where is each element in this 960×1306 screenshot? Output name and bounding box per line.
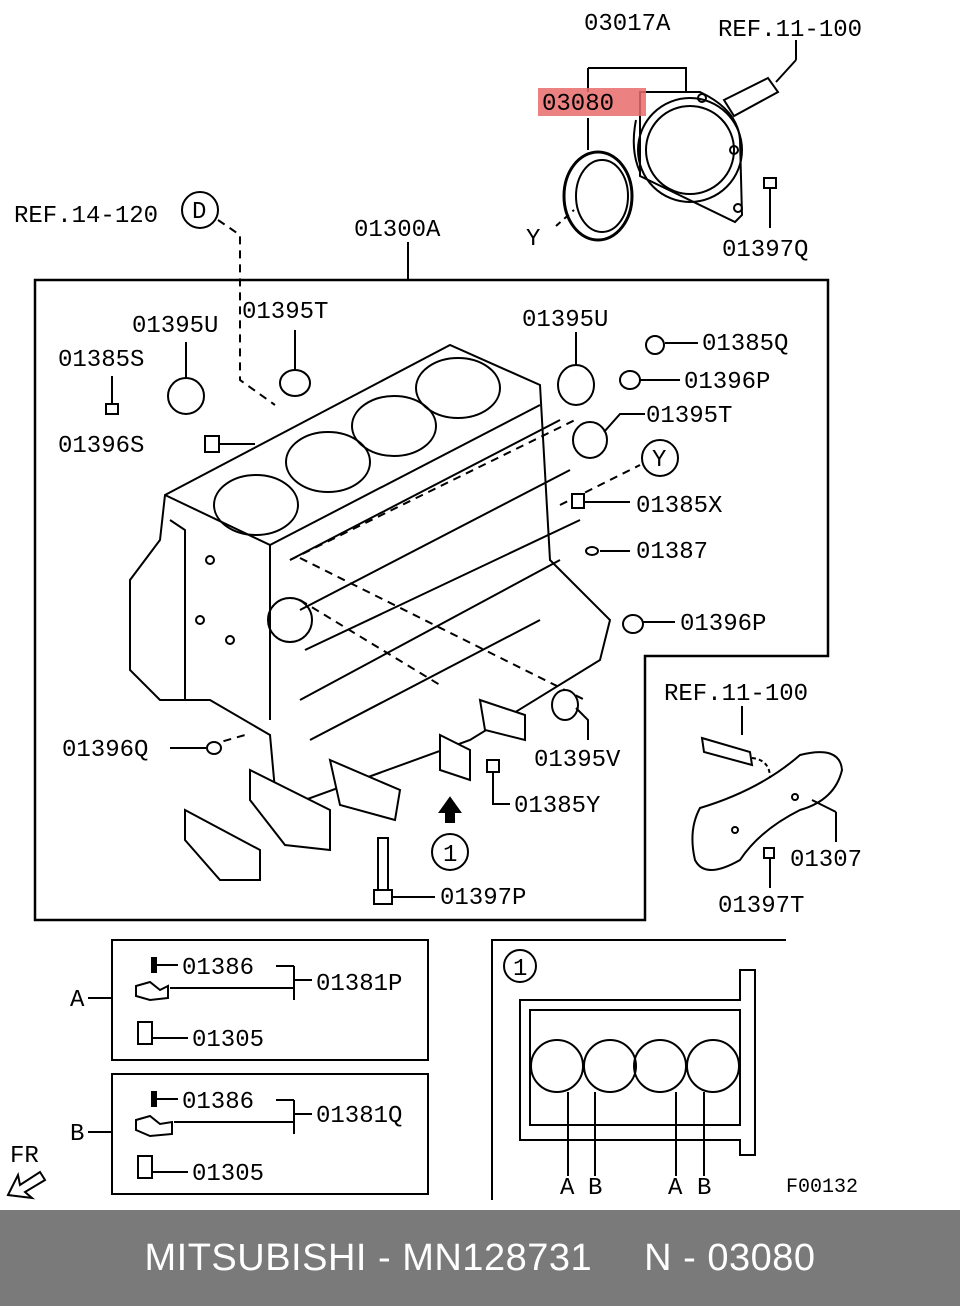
rear-oil-seal-case <box>587 67 744 224</box>
plug-01396S <box>204 435 255 453</box>
footer-part-number: MITSUBISHI - MN128731 <box>144 1236 593 1279</box>
inset-bottom-view <box>491 939 786 1200</box>
label-01385Y: 01385Y <box>514 793 600 820</box>
detail-A-01305: 01305 <box>192 1027 264 1054</box>
bolt-01397P <box>373 837 435 905</box>
detail-B-01386: 01386 <box>182 1089 254 1116</box>
callout-Y-top: Y <box>526 226 540 253</box>
label-03080: 03080 <box>542 91 614 118</box>
cylinder-block <box>129 343 612 802</box>
plug-01395T-right <box>572 413 645 459</box>
plug-01385X <box>571 493 630 509</box>
label-01397T: 01397T <box>718 893 804 920</box>
label-01385S: 01385S <box>58 347 144 374</box>
label-ref-11-100-right: REF.11-100 <box>664 681 808 708</box>
inset-letter-A2: A <box>668 1175 683 1202</box>
callout-Y-mid-lead <box>641 439 679 477</box>
pin-01387 <box>585 546 630 556</box>
front-arrow-icon <box>6 1170 47 1200</box>
figure-code: F00132 <box>786 1176 858 1199</box>
label-01395U-left: 01395U <box>132 313 218 340</box>
footer-reference: N - 03080 <box>644 1236 816 1279</box>
direction-label: FR <box>10 1143 39 1170</box>
rear-plate-01307 <box>691 751 844 871</box>
label-01307: 01307 <box>790 847 862 874</box>
detail-A-01381P: 01381P <box>316 971 402 998</box>
bolt-01397Q <box>763 177 777 228</box>
parts-diagram: 03017A REF.11-100 03080 REF.14-120 D Y 0… <box>6 11 862 1202</box>
plug-01385Y <box>486 759 510 805</box>
sealant-tube-right <box>700 706 771 779</box>
label-01395V: 01395V <box>534 747 621 774</box>
sealant-tube-top <box>722 40 797 118</box>
bolt-01397T <box>763 847 775 888</box>
footer-bar: MITSUBISHI - MN128731 N - 03080 <box>0 1210 960 1306</box>
highlight-03080 <box>538 88 646 116</box>
label-01387: 01387 <box>636 539 708 566</box>
label-01396P-top: 01396P <box>684 369 770 396</box>
bearing-caps <box>184 698 526 881</box>
label-01395U-right: 01395U <box>522 307 608 334</box>
detail-B-01305: 01305 <box>192 1161 264 1188</box>
detail-box-A <box>88 939 429 1061</box>
plug-01395U-left <box>167 342 205 415</box>
label-01385X: 01385X <box>636 493 722 520</box>
label-01395T-right: 01395T <box>646 403 732 430</box>
detail-B-tag: B <box>70 1121 84 1148</box>
label-01300A: 01300A <box>354 217 441 244</box>
callout-1: 1 <box>443 842 457 869</box>
label-01395T-top: 01395T <box>242 299 328 326</box>
detail-box-B <box>88 1073 429 1195</box>
inset-letter-B1: B <box>588 1175 602 1202</box>
label-01385Q: 01385Q <box>702 331 788 358</box>
plug-01385S <box>105 376 119 415</box>
label-ref-11-100-top: REF.11-100 <box>718 17 862 44</box>
label-01396Q: 01396Q <box>62 737 148 764</box>
callout-1-circle <box>431 833 469 871</box>
label-ref-14-120: REF.14-120 <box>14 203 158 230</box>
callout-Y-mid: Y <box>652 447 666 474</box>
plug-01395U-right <box>557 332 595 406</box>
view-arrow-icon <box>438 796 462 823</box>
label-01397Q: 01397Q <box>722 237 808 264</box>
detail-A-01386: 01386 <box>182 955 254 982</box>
inset-callout-1: 1 <box>513 956 527 983</box>
label-01396P-mid: 01396P <box>680 611 766 638</box>
callout-D: D <box>192 199 206 226</box>
oil-seal-ring <box>562 150 634 242</box>
plug-01395T-top <box>279 330 311 397</box>
block-frame <box>33 278 830 922</box>
inset-letter-A1: A <box>560 1175 575 1202</box>
plug-01385Q <box>645 335 698 355</box>
label-01397P: 01397P <box>440 885 526 912</box>
plug-01396Q <box>170 741 222 755</box>
inset-letter-B2: B <box>697 1175 711 1202</box>
plug-01396P-mid <box>622 614 675 634</box>
detail-A-tag: A <box>70 987 85 1014</box>
plug-01396P-top <box>619 370 680 390</box>
label-03017A: 03017A <box>584 11 671 38</box>
label-01396S: 01396S <box>58 433 144 460</box>
detail-B-01381Q: 01381Q <box>316 1103 402 1130</box>
plug-01395V <box>551 689 589 740</box>
